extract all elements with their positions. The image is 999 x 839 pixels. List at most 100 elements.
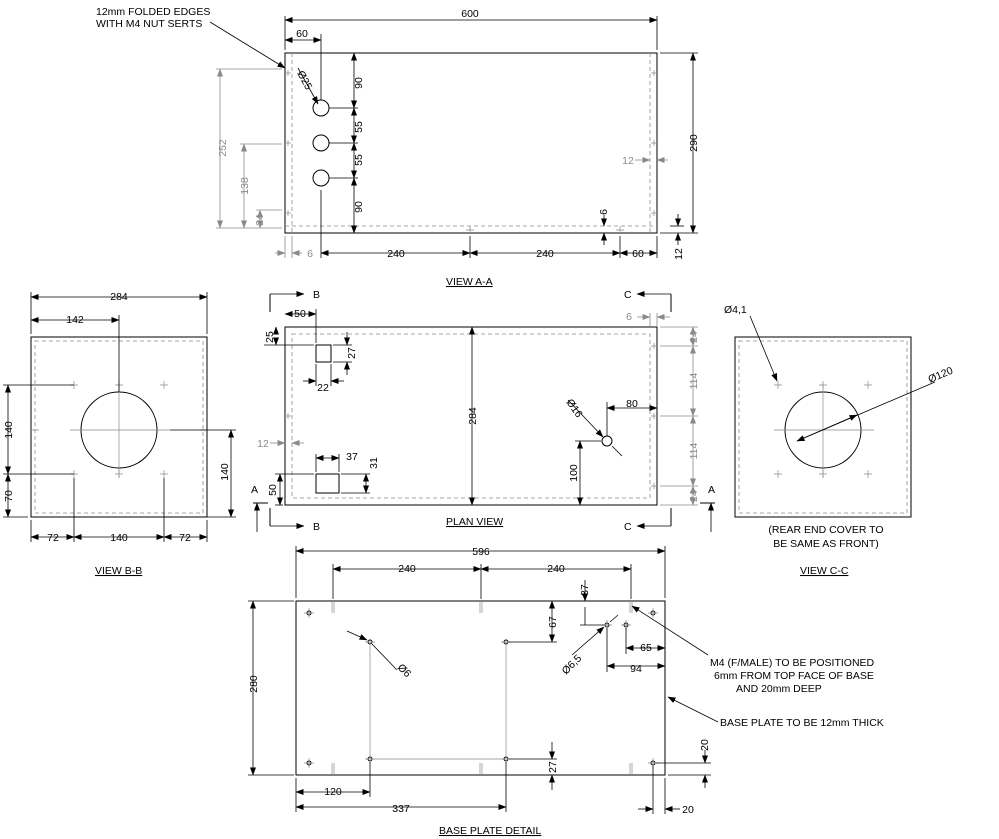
title-base-plate: BASE PLATE DETAIL: [439, 825, 541, 837]
dim-bp-20b-label: 20: [682, 804, 694, 816]
dim-aa-55b-label: 55: [353, 154, 365, 166]
dim-aa-60b-label: 60: [632, 248, 644, 260]
note-m4-leader: [631, 605, 709, 656]
dim-bb-142-label: 142: [66, 314, 84, 326]
plan-cutout-2: [315, 473, 340, 494]
note-baseplate-leader: [667, 696, 719, 723]
base-outline: [295, 600, 666, 776]
view-cc-outline: [734, 336, 912, 518]
dim-aa-24-label: 24: [254, 214, 266, 226]
dim-bb-72a-label: 72: [47, 532, 59, 544]
view-cc-fold: [738, 340, 908, 514]
view-cc-centre-marks: [774, 381, 874, 478]
base-centre-marks: [304, 601, 658, 775]
dim-cc-dia41-label: Ø4,1: [724, 304, 747, 316]
dim-pv-80-label: 80: [626, 398, 638, 410]
dim-bp-27-label: 27: [547, 761, 559, 773]
dim-pv-12-label: 12: [257, 438, 269, 450]
note-m4-2: 6mm FROM TOP FACE OF BASE: [714, 670, 874, 682]
base-plate: 596 240 240 37 67 Ø6 Ø6,5 65 94: [248, 546, 884, 837]
dim-bb-72b-label: 72: [179, 532, 191, 544]
base-holes: [306, 610, 656, 766]
note-m4-1: M4 (F/MALE) TO BE POSITIONED: [710, 657, 875, 669]
note-rear-1: (REAR END COVER TO: [768, 524, 883, 536]
dim-pv-25-label: 25: [264, 331, 276, 343]
view-aa: 600 60 Ø25 90 55 55 90 252 138 24: [96, 6, 700, 288]
note-folded-1: 12mm FOLDED EDGES: [96, 6, 210, 18]
view-aa-hole-2: [312, 134, 330, 152]
view-aa-nut-marks: [285, 70, 657, 234]
dim-bp-dia6-label: Ø6: [395, 662, 414, 681]
dim-pv-6-label: 6: [626, 311, 632, 323]
plan-cutout-1: [315, 344, 332, 363]
dim-pv-27-label: 27: [346, 347, 358, 359]
dim-bp-240a-label: 240: [398, 563, 416, 575]
dim-bp-240b-label: 240: [547, 563, 565, 575]
dim-bp-20a-label: 20: [699, 739, 711, 751]
dim-bb-284-label: 284: [110, 291, 128, 303]
dim-bb-140v-label: 140: [3, 421, 15, 439]
marker-c-bottom: C: [624, 521, 632, 533]
dim-bb-140r-label: 140: [219, 463, 231, 481]
dim-bp-337-label: 337: [392, 803, 410, 815]
view-aa-hole-1: [312, 99, 330, 117]
title-view-cc: VIEW C-C: [800, 565, 849, 577]
dim-pv-114a-label: 114: [688, 372, 700, 389]
dim-pv-284-label: 284: [467, 407, 479, 425]
dim-aa-600-label: 600: [461, 8, 479, 20]
dim-bp-280-label: 280: [248, 675, 260, 693]
title-view-bb: VIEW B-B: [95, 565, 142, 577]
dim-aa-60-label: 60: [296, 28, 308, 40]
dim-cc-dia120-label: Ø120: [926, 365, 954, 386]
marker-a-right: A: [708, 484, 715, 496]
view-cc: Ø4,1 Ø120 (REAR END COVER TO BE SAME AS …: [724, 304, 955, 577]
dim-aa-55a-label: 55: [353, 121, 365, 133]
dim-pv-22-label: 22: [317, 382, 329, 394]
dim-pv-114b-label: 114: [688, 442, 700, 459]
view-bb: 284 142 140 70 72 140 72 140 VIEW B-B: [3, 291, 236, 577]
note-m4-3: AND 20mm DEEP: [736, 683, 822, 695]
dim-aa-12b-label: 12: [673, 248, 685, 260]
dim-aa-6a-label: 6: [307, 248, 313, 260]
note-folded-2: WITH M4 NUT SERTS: [96, 18, 202, 30]
title-view-aa: VIEW A-A: [446, 276, 493, 288]
dim-aa-90b-label: 90: [353, 201, 365, 213]
dim-pv-24a-label: 24: [688, 331, 700, 343]
dim-bp-120-label: 120: [324, 786, 342, 798]
dim-pv-50b-label: 50: [267, 484, 279, 496]
dim-bp-94-label: 94: [630, 663, 642, 675]
dim-aa-252-label: 252: [217, 139, 229, 157]
dim-bp-65-label: 65: [640, 642, 652, 654]
dim-aa-290-label: 290: [688, 134, 700, 152]
dim-aa-dia25-label: Ø25: [294, 69, 314, 92]
view-bb-centre-marks: [31, 381, 207, 478]
dim-bp-37-label: 37: [579, 584, 591, 596]
dim-aa-240a-label: 240: [387, 248, 405, 260]
dim-aa-12a-label: 12: [622, 155, 634, 167]
dim-pv-37-label: 37: [346, 451, 358, 463]
dim-pv-31-label: 31: [368, 457, 380, 469]
dim-aa-90a-label: 90: [353, 77, 365, 89]
marker-c-top: C: [624, 289, 632, 301]
dim-bp-596-label: 596: [472, 546, 490, 558]
dim-bp-dia65-label: Ø6,5: [560, 652, 585, 677]
dim-bb-70-label: 70: [3, 490, 15, 502]
marker-b-bottom: B: [313, 521, 320, 533]
dim-pv-100-label: 100: [568, 464, 580, 482]
plan-hole-16: [601, 435, 613, 447]
dim-aa-240b-label: 240: [536, 248, 554, 260]
note-rear-2: BE SAME AS FRONT): [773, 538, 879, 550]
dim-pv-50-label: 50: [294, 308, 306, 320]
dim-aa-138-label: 138: [239, 177, 251, 195]
title-plan-view: PLAN VIEW: [446, 516, 503, 528]
note-baseplate: BASE PLATE TO BE 12mm THICK: [720, 717, 884, 729]
marker-b-top: B: [313, 289, 320, 301]
plan-view: B B C C A A 50 25 27: [251, 289, 715, 533]
plan-nut-marks: [285, 343, 657, 489]
dim-aa-6b-label: 6: [598, 209, 610, 215]
dim-bp-67-label: 67: [547, 616, 559, 628]
view-aa-hole-3: [312, 169, 330, 187]
dim-bb-140h-label: 140: [110, 532, 128, 544]
